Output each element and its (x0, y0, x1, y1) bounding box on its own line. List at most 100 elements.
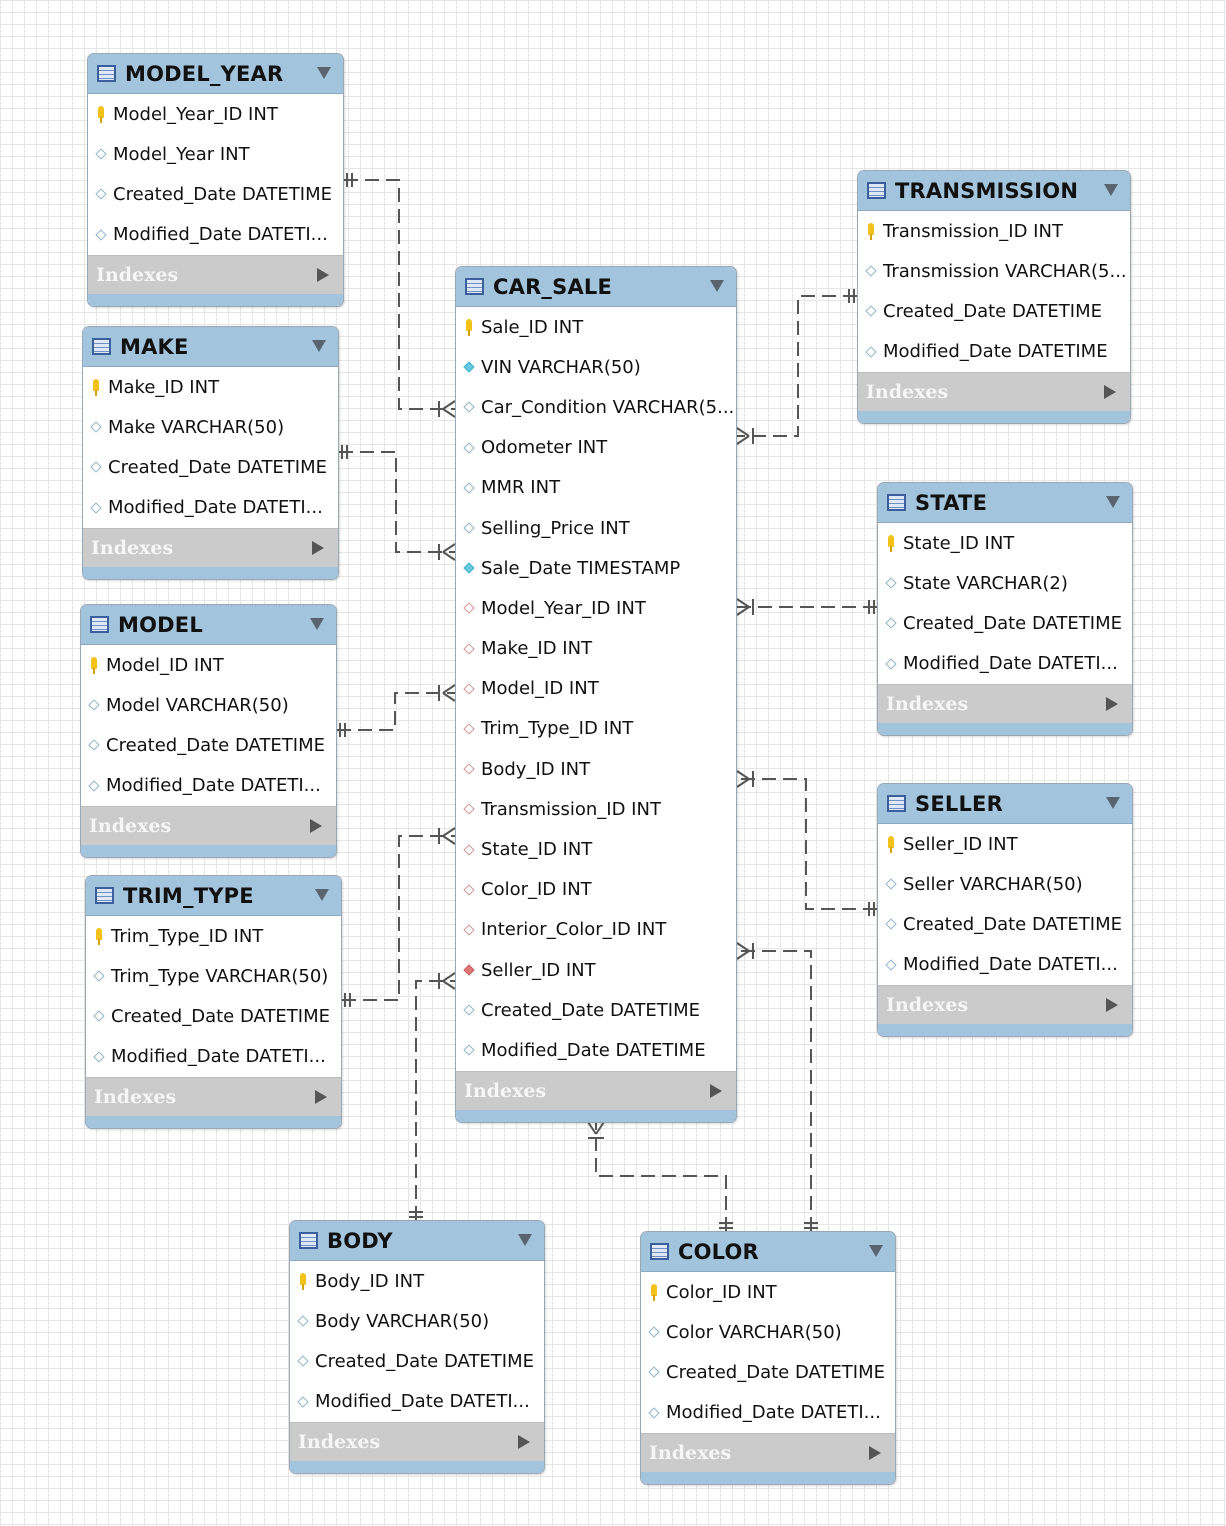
column-row[interactable]: Trim_Type_ID INT (86, 916, 341, 956)
indexes-section[interactable]: Indexes (878, 683, 1132, 723)
column-row[interactable]: Color_ID INT (456, 870, 736, 910)
column-row[interactable]: State_ID INT (456, 829, 736, 869)
collapse-toggle-icon[interactable] (312, 340, 326, 352)
expand-arrow-icon[interactable] (317, 267, 329, 282)
indexes-section[interactable]: Indexes (83, 527, 338, 567)
column-row[interactable]: Model VARCHAR(50) (81, 685, 336, 725)
expand-arrow-icon[interactable] (518, 1434, 530, 1449)
column-row[interactable]: Car_Condition VARCHAR(5... (456, 387, 736, 427)
table-header[interactable]: MODEL (81, 605, 336, 645)
collapse-toggle-icon[interactable] (1104, 184, 1118, 196)
collapse-toggle-icon[interactable] (315, 889, 329, 901)
table-header[interactable]: TRIM_TYPE (86, 876, 341, 916)
column-row[interactable]: Created_Date DATETIME (456, 990, 736, 1030)
column-row[interactable]: Modified_Date DATETIME (858, 332, 1130, 372)
table-header[interactable]: CAR_SALE (456, 267, 736, 307)
column-row[interactable]: Selling_Price INT (456, 508, 736, 548)
column-row[interactable]: Model_Year_ID INT (88, 94, 343, 134)
expand-arrow-icon[interactable] (312, 540, 324, 555)
column-row[interactable]: Created_Date DATETIME (86, 996, 341, 1036)
table-header[interactable]: MODEL_YEAR (88, 54, 343, 94)
column-row[interactable]: State VARCHAR(2) (878, 563, 1132, 603)
column-row[interactable]: Modified_Date DATETI... (641, 1393, 895, 1433)
indexes-section[interactable]: Indexes (858, 371, 1130, 411)
column-row[interactable]: Modified_Date DATETI... (290, 1382, 544, 1422)
column-row[interactable]: Make_ID INT (456, 629, 736, 669)
column-row[interactable]: Modified_Date DATETIME (456, 1030, 736, 1070)
column-row[interactable]: Modified_Date DATETI... (81, 766, 336, 806)
table-header[interactable]: COLOR (641, 1232, 895, 1272)
expand-arrow-icon[interactable] (1106, 997, 1118, 1012)
column-row[interactable]: Body VARCHAR(50) (290, 1301, 544, 1341)
column-row[interactable]: Interior_Color_ID INT (456, 910, 736, 950)
collapse-toggle-icon[interactable] (317, 67, 331, 79)
column-row[interactable]: Created_Date DATETIME (83, 447, 338, 487)
column-row[interactable]: Body_ID INT (290, 1261, 544, 1301)
indexes-section[interactable]: Indexes (290, 1421, 544, 1461)
expand-arrow-icon[interactable] (315, 1089, 327, 1104)
column-row[interactable]: Transmission VARCHAR(5... (858, 251, 1130, 291)
column-row[interactable]: Created_Date DATETIME (290, 1341, 544, 1381)
indexes-section[interactable]: Indexes (641, 1432, 895, 1472)
column-row[interactable]: Body_ID INT (456, 749, 736, 789)
table-header[interactable]: BODY (290, 1221, 544, 1261)
column-row[interactable]: Trim_Type_ID INT (456, 709, 736, 749)
column-row[interactable]: Odometer INT (456, 428, 736, 468)
column-row[interactable]: Created_Date DATETIME (81, 725, 336, 765)
column-row[interactable]: Color_ID INT (641, 1272, 895, 1312)
column-row[interactable]: Seller_ID INT (878, 824, 1132, 864)
collapse-toggle-icon[interactable] (518, 1234, 532, 1246)
column-row[interactable]: Modified_Date DATETI... (83, 488, 338, 528)
expand-arrow-icon[interactable] (1104, 384, 1116, 399)
column-row[interactable]: Model_ID INT (456, 669, 736, 709)
column-row[interactable]: MMR INT (456, 468, 736, 508)
column-row[interactable]: Transmission_ID INT (858, 211, 1130, 251)
column-row[interactable]: Created_Date DATETIME (878, 603, 1132, 643)
column-row[interactable]: Model_ID INT (81, 645, 336, 685)
column-row[interactable]: Sale_Date TIMESTAMP (456, 548, 736, 588)
expand-arrow-icon[interactable] (869, 1445, 881, 1460)
column-row[interactable]: VIN VARCHAR(50) (456, 347, 736, 387)
collapse-toggle-icon[interactable] (869, 1245, 883, 1257)
expand-arrow-icon[interactable] (310, 818, 322, 833)
expand-arrow-icon[interactable] (710, 1083, 722, 1098)
table-header[interactable]: STATE (878, 483, 1132, 523)
column-row[interactable]: Transmission_ID INT (456, 789, 736, 829)
collapse-toggle-icon[interactable] (310, 618, 324, 630)
column-row[interactable]: Created_Date DATETIME (88, 174, 343, 214)
column-row[interactable]: Created_Date DATETIME (878, 904, 1132, 944)
column-row[interactable]: Created_Date DATETIME (858, 291, 1130, 331)
collapse-toggle-icon[interactable] (710, 280, 724, 292)
column-row[interactable]: Model_Year INT (88, 134, 343, 174)
column-row[interactable]: Trim_Type VARCHAR(50) (86, 956, 341, 996)
column-row[interactable]: Created_Date DATETIME (641, 1352, 895, 1392)
column-row[interactable]: Make VARCHAR(50) (83, 407, 338, 447)
column-row[interactable]: State_ID INT (878, 523, 1132, 563)
column-row[interactable]: Modified_Date DATETI... (86, 1037, 341, 1077)
column-row[interactable]: Seller VARCHAR(50) (878, 864, 1132, 904)
collapse-toggle-icon[interactable] (1106, 496, 1120, 508)
expand-arrow-icon[interactable] (1106, 696, 1118, 711)
column-row[interactable]: Modified_Date DATETI... (878, 644, 1132, 684)
table-header[interactable]: TRANSMISSION (858, 171, 1130, 211)
column-row[interactable]: Sale_ID INT (456, 307, 736, 347)
table-header[interactable]: SELLER (878, 784, 1132, 824)
indexes-section[interactable]: Indexes (878, 984, 1132, 1024)
column-row[interactable]: Modified_Date DATETI... (88, 215, 343, 255)
indexes-section[interactable]: Indexes (88, 254, 343, 294)
indexes-section[interactable]: Indexes (86, 1076, 341, 1116)
column-row[interactable]: Modified_Date DATETI... (878, 945, 1132, 985)
table-header[interactable]: MAKE (83, 327, 338, 367)
column-row[interactable]: Seller_ID INT (456, 950, 736, 990)
column-row[interactable]: Make_ID INT (83, 367, 338, 407)
